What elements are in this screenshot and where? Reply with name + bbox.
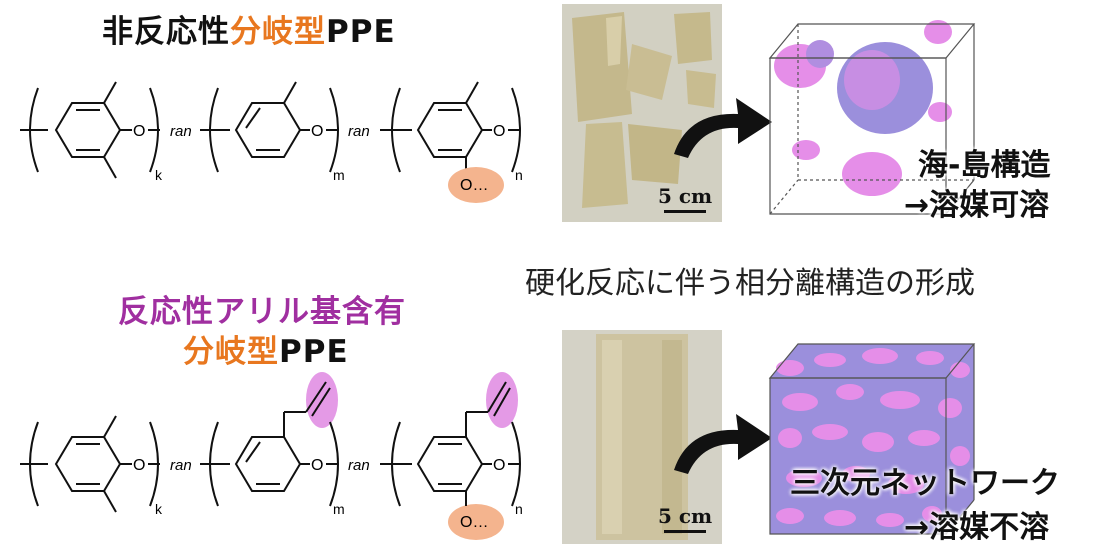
top-oxygen-k: O — [133, 123, 145, 140]
bottom-title-line1: 反応性アリル基含有 — [118, 294, 406, 330]
bottom-title-line2: 分岐型PPE — [183, 326, 349, 371]
top-curved-arrow — [674, 98, 772, 158]
top-title-part1: 非反応性 — [102, 14, 230, 50]
bottom-sub-n: n — [515, 501, 523, 517]
top-title-part2: 分岐型 — [230, 14, 326, 50]
bottom-sub-k: k — [155, 501, 163, 517]
bottom-oxygen-k: O — [133, 457, 145, 474]
bottom-chemical-structure: O ran k O ran m O n O… — [20, 372, 523, 540]
middle-caption: 硬化反応に伴う相分離構造の形成 — [525, 266, 975, 301]
top-sub-m: m — [333, 167, 345, 183]
bottom-cube-label-2: →溶媒不溶 — [904, 510, 1050, 545]
top-chemical-structure: O ran k O ran m O n O… — [20, 81, 523, 203]
top-sub-n: n — [515, 167, 523, 183]
bottom-film-photo: 5 cm — [562, 330, 722, 544]
bottom-title-line2-part1: 分岐型 — [183, 334, 279, 370]
bottom-sub-m: m — [333, 501, 345, 517]
top-scale-bar — [664, 210, 706, 213]
bottom-cube-label-1: 三次元ネットワーク — [790, 466, 1060, 501]
top-cube-label-2: →溶媒可溶 — [904, 188, 1050, 223]
top-oxygen-n: O — [493, 123, 505, 140]
top-scale-label: 5 cm — [658, 184, 713, 208]
top-phase-cube — [768, 20, 976, 215]
bottom-scale-bar — [664, 530, 706, 533]
bottom-ran-1: ran — [170, 457, 192, 474]
bottom-oxygen-m: O — [311, 457, 323, 474]
bottom-title-line2-part2: PPE — [279, 334, 349, 370]
top-title-part3: PPE — [326, 14, 396, 50]
bottom-curved-arrow — [674, 414, 772, 474]
bottom-oxygen-n: O — [493, 457, 505, 474]
top-ran-1: ran — [170, 123, 192, 140]
bottom-scale-label: 5 cm — [658, 504, 713, 528]
top-o-branch: O… — [460, 177, 488, 194]
top-cube-label-1: 海-島構造 — [918, 148, 1051, 183]
bottom-o-branch: O… — [460, 514, 488, 531]
top-sub-k: k — [155, 167, 163, 183]
top-oxygen-m: O — [311, 123, 323, 140]
bottom-network-cube — [768, 343, 976, 535]
top-title: 非反応性分岐型PPE — [102, 6, 396, 51]
top-film-photo: 5 cm — [562, 4, 722, 222]
bottom-ran-2: ran — [348, 457, 370, 474]
top-ran-2: ran — [348, 123, 370, 140]
